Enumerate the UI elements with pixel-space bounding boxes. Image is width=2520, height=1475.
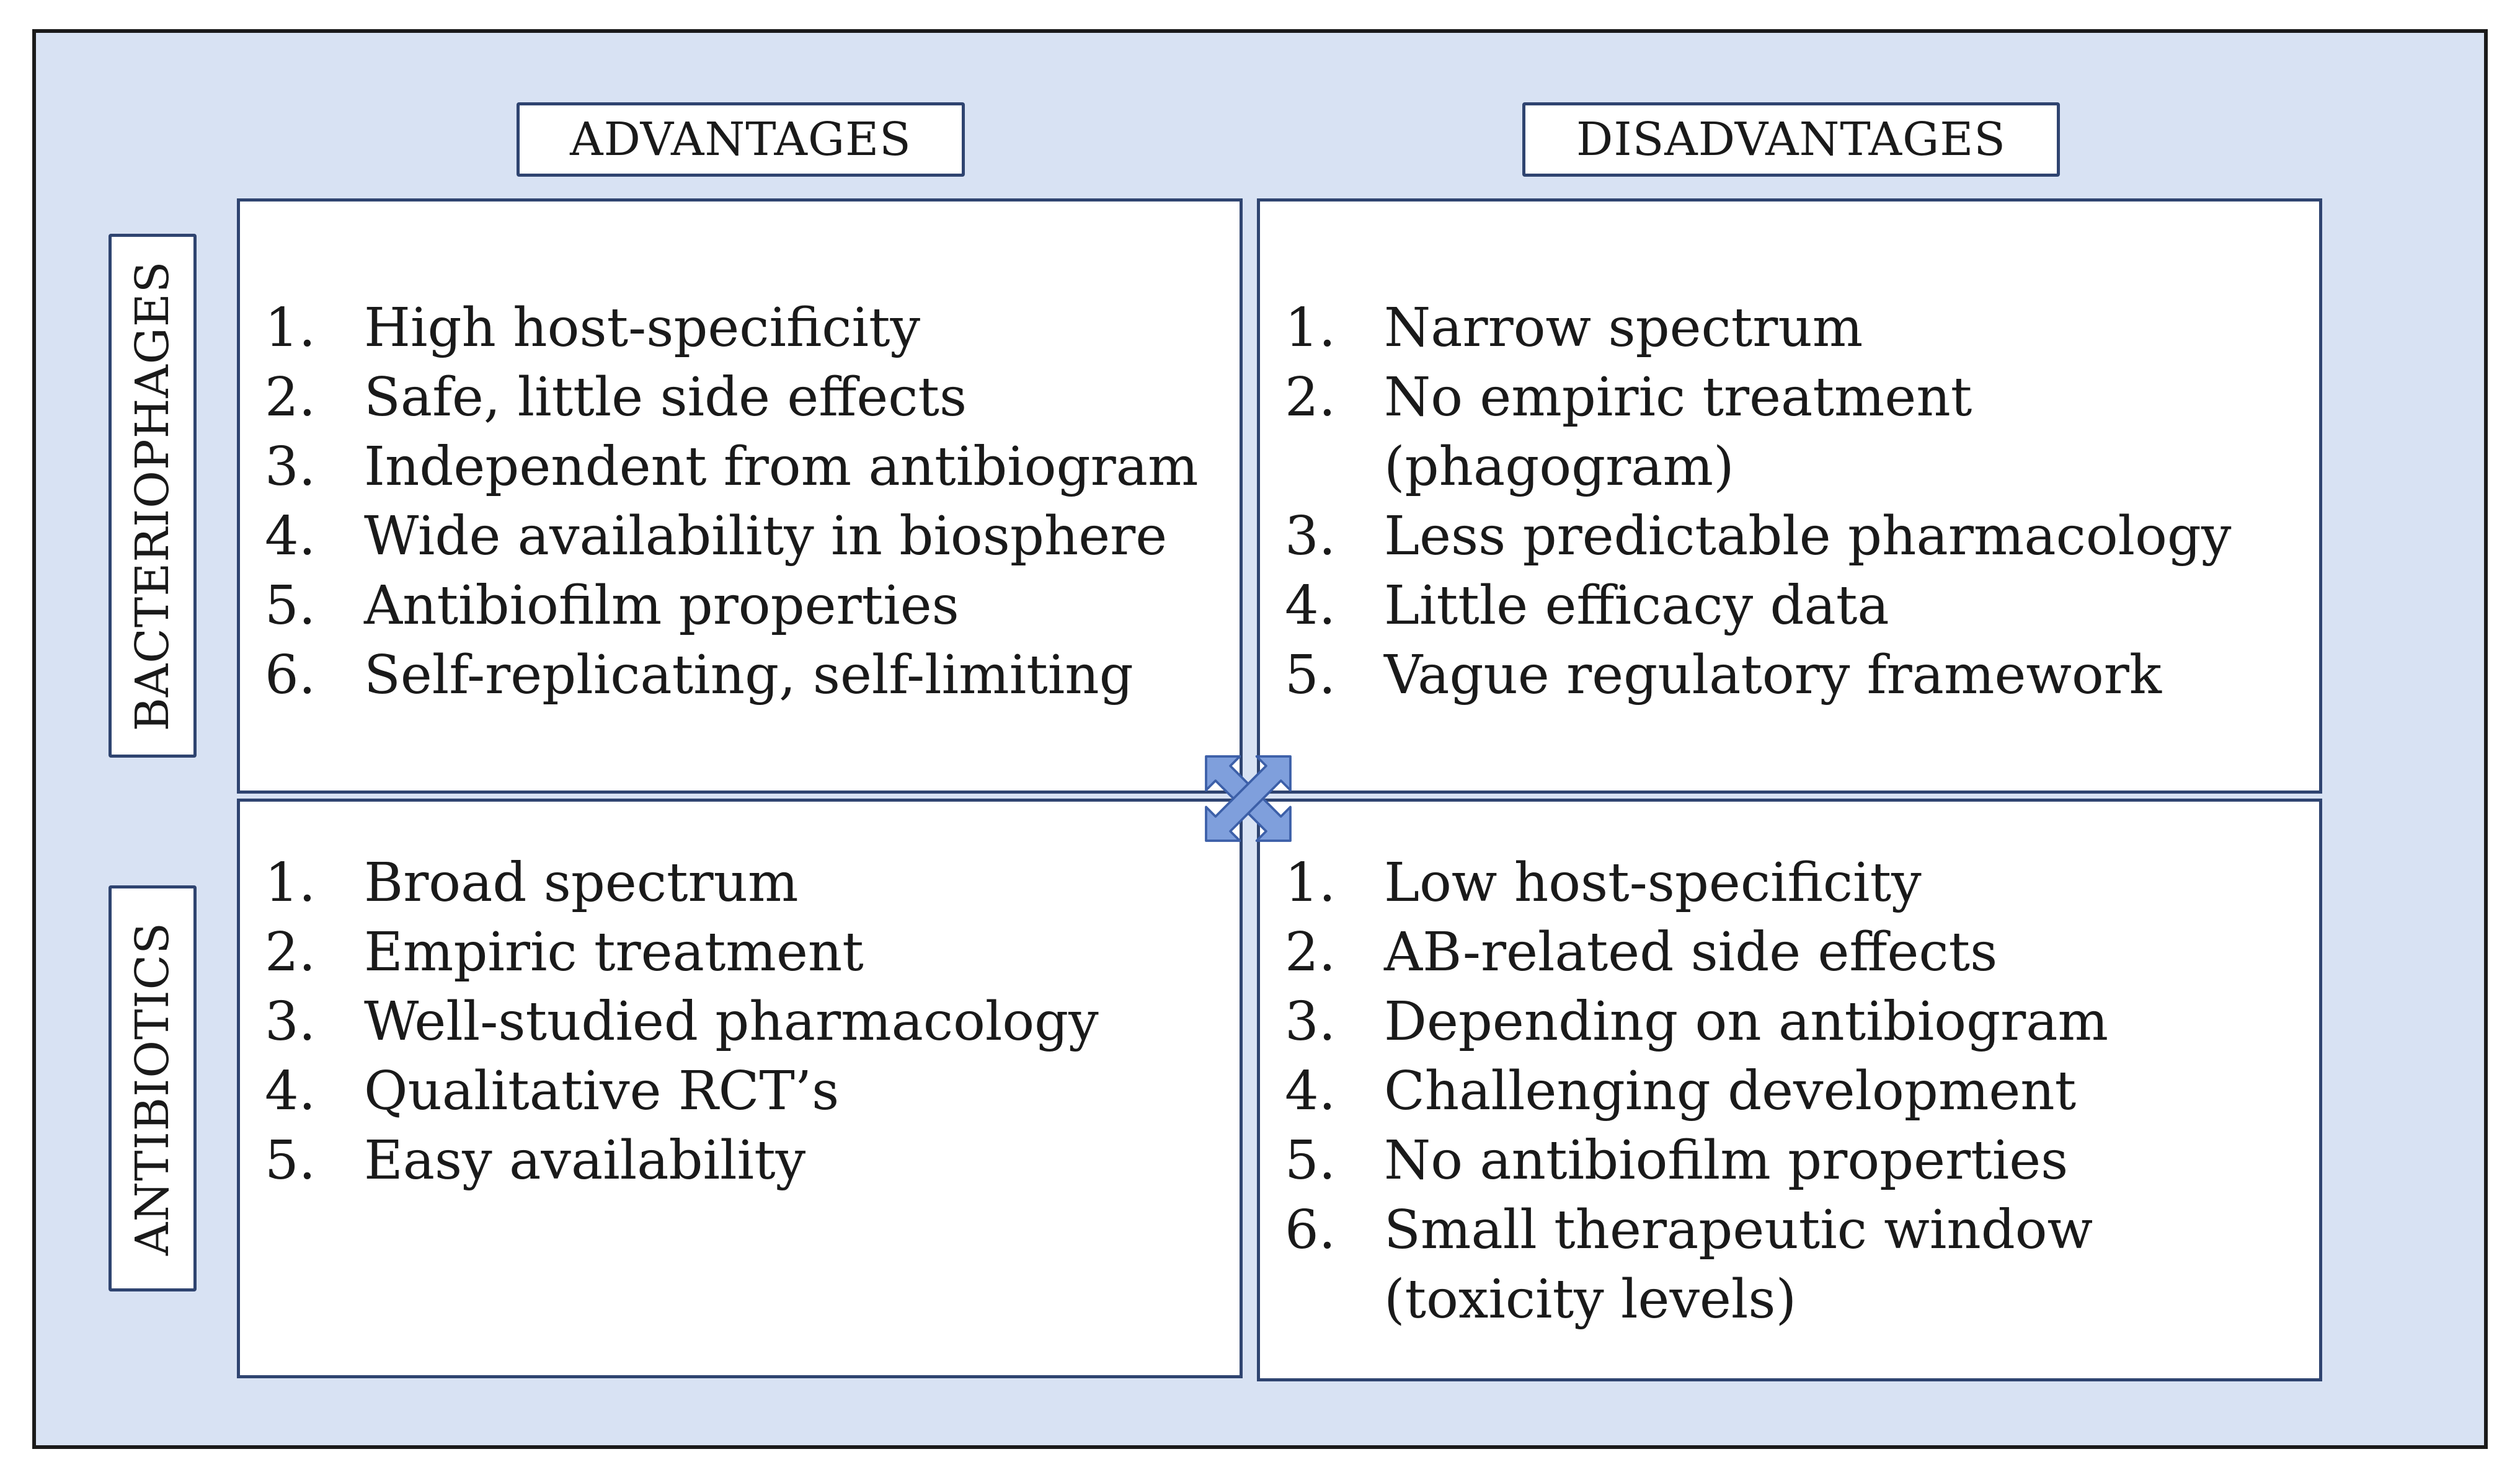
list-item-number: 3. [1285,991,1336,1053]
list-item-text: High host-specificity [364,297,921,359]
list-item-number: 6. [265,644,316,706]
list-item-number: 1. [265,852,316,914]
header-advantages: ADVANTAGES [517,102,965,177]
list-item-text: (toxicity levels) [1384,1269,1797,1331]
header-disadvantages: DISADVANTAGES [1522,102,2060,177]
list-item-text: Vague regulatory framework [1384,644,2162,706]
list-item: 6. Self-replicating, self-limiting [265,640,1227,710]
list-item-text: Self-replicating, self-limiting [364,644,1134,706]
list-item-number: 6. [1285,1199,1336,1261]
list-item: 2. AB-related side effects [1285,918,2307,987]
list-item-number [1285,1265,1384,1334]
list-item: 1. Broad spectrum [265,848,1227,918]
list-item-number: 3. [1285,505,1336,567]
list-item: (toxicity levels) [1285,1265,2307,1334]
list-item-text: Challenging development [1384,1060,2077,1122]
list-item-text: Broad spectrum [364,852,799,914]
list-item-number: 4. [1285,575,1336,637]
list-item: 4. Little efficacy data [1285,571,2307,640]
list-item-text: Safe, little side effects [364,366,967,428]
list-item-text: Well-studied pharmacology [364,991,1099,1053]
quadrant-phage-advantages: 1. High host-specificity 2. Safe, little si… [237,198,1243,794]
list-item: 5. Vague regulatory framework [1285,640,2307,710]
list-item-number: 2. [1285,366,1336,428]
list-item-text: Easy availability [364,1130,806,1192]
list-item: 1. Narrow spectrum [1285,293,2307,363]
list-item: 4. Wide availability in biosphere [265,502,1227,571]
list-item-number: 4. [265,1060,316,1122]
phage-advantages-list: 1. High host-specificity 2. Safe, little si… [265,293,1227,710]
list-item-number: 2. [265,366,316,428]
list-item: 2. Safe, little side effects [265,363,1227,432]
list-item-number: 4. [265,505,316,567]
quadrant-antibiotic-disadvantages: 1. Low host-specificity 2. AB-related side … [1257,799,2322,1381]
list-item-number: 1. [265,297,316,359]
list-item: 3. Independent from antibiogram [265,432,1227,502]
list-item-text: Wide availability in biosphere [364,505,1168,567]
list-item: 6. Small therapeutic window [1285,1195,2307,1265]
header-disadvantages-label: DISADVANTAGES [1576,113,2006,166]
quadrant-phage-disadvantages: 1. Narrow spectrum 2. No empiric treatment … [1257,198,2322,794]
list-item-text: Depending on antibiogram [1384,991,2109,1053]
antibiotic-advantages-list: 1. Broad spectrum 2. Empiric treatment 3. Wel… [265,848,1227,1195]
list-item-text: Little efficacy data [1384,575,1889,637]
list-item-number: 1. [1285,297,1336,359]
list-item-number: 5. [1285,1130,1336,1192]
list-item: 2. Empiric treatment [265,918,1227,987]
list-item-number: 5. [265,1130,316,1192]
header-advantages-label: ADVANTAGES [570,113,912,166]
list-item-number: 2. [1285,921,1336,983]
list-item-text: Narrow spectrum [1384,297,1863,359]
list-item-text: Qualitative RCT’s [364,1060,840,1122]
list-item-number: 5. [265,575,316,637]
row-bacteriophages-label: BACTERIOPHAGES [126,260,179,732]
list-item-text: Independent from antibiogram [364,436,1199,498]
antibiotic-disadvantages-list: 1. Low host-specificity 2. AB-related side … [1285,848,2307,1334]
list-item: 5. Antibiofilm properties [265,571,1227,640]
list-item: 1. Low host-specificity [1285,848,2307,918]
list-item: 3. Well-studied pharmacology [265,987,1227,1056]
list-item-number: 4. [1285,1060,1336,1122]
list-item-text: AB-related side effects [1384,921,1998,983]
list-item-text: Less predictable pharmacology [1384,505,2232,567]
list-item-number: 3. [265,991,316,1053]
list-item-number: 2. [265,921,316,983]
list-item: 3. Depending on antibiogram [1285,987,2307,1056]
quadrant-antibiotic-advantages: 1. Broad spectrum 2. Empiric treatment 3. Wel… [237,799,1243,1378]
list-item: 1. High host-specificity [265,293,1227,363]
list-item-number: 3. [265,436,316,498]
list-item-number: 1. [1285,852,1336,914]
list-item-text: Low host-specificity [1384,852,1922,914]
list-item: 2. No empiric treatment (phagogram) [1285,363,2307,502]
list-item: 5. Easy availability [265,1126,1227,1195]
list-item-number: 5. [1285,644,1336,706]
list-item-text: No empiric treatment (phagogram) [1384,366,1972,498]
list-item: 3. Less predictable pharmacology [1285,502,2307,571]
phage-disadvantages-list: 1. Narrow spectrum 2. No empiric treatment … [1285,293,2307,710]
list-item-text: Empiric treatment [364,921,864,983]
four-way-arrow-icon [1205,755,1292,842]
list-item: 4. Challenging development [1285,1056,2307,1126]
row-antibiotics: ANTIBIOTICS [109,885,197,1291]
list-item-text: Antibiofilm properties [364,575,959,637]
list-item-text: No antibiofilm properties [1384,1130,2069,1192]
row-bacteriophages: BACTERIOPHAGES [109,234,197,758]
list-item: 5. No antibiofilm properties [1285,1126,2307,1195]
list-item: 4. Qualitative RCT’s [265,1056,1227,1126]
list-item-text: Small therapeutic window [1384,1199,2093,1261]
row-antibiotics-label: ANTIBIOTICS [126,921,179,1256]
